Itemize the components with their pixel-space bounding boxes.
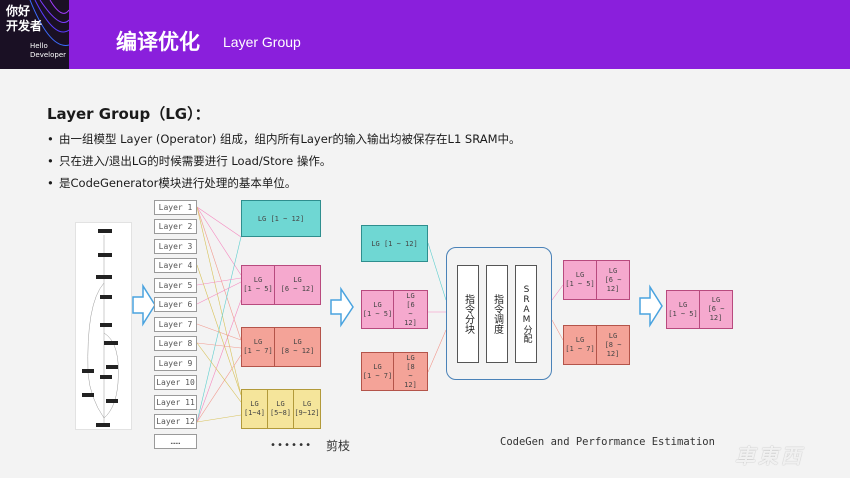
lg-pruned-pink-right: LG [6 ~ 12] [393,290,428,329]
layer-box: Layer 7 [154,317,197,332]
layer-box: Layer 1 [154,200,197,215]
lg-group-salmon-left: LG [1 ~ 7] [241,327,275,367]
layer-box: Layer 5 [154,278,197,293]
logo-text-cn: 你好 开发者 [6,4,43,33]
lg-group-pink-right: LG [6 ~ 12] [274,265,321,305]
lg-eval-salmon-right: LG [8 ~ 12] [596,325,630,365]
codegen-block [446,247,552,380]
header-bar: 你好 开发者 Hello Developer 编译优化 Layer Group [0,0,850,69]
section-title: Layer Group（LG）： [47,105,210,123]
layer-box: Layer 2 [154,219,197,234]
layer-box: Layer 6 [154,297,197,312]
stage-instruction-split: 指令分块 [457,265,479,363]
lg-final-right: LG [6 ~ 12] [699,290,733,329]
stage-sram-allocation: SRAM分配 [515,265,537,363]
watermark: 車東西 [735,444,804,468]
page-subtitle: Layer Group [223,34,301,50]
lg-group-salmon-right: LG [8 ~ 12] [274,327,321,367]
logo: 你好 开发者 Hello Developer [0,0,69,69]
lg-pruned-full: LG [1 ~ 12] [361,225,428,262]
layer-box: Layer 12 [154,414,197,429]
lg-group-yellow-3: LG [9~12] [293,389,321,429]
bullet-item: 只在进入/退出LG的时候需要进行 Load/Store 操作。 [47,150,521,172]
page-title: 编译优化 [116,30,200,54]
lg-eval-pink-left: LG [1 ~ 5] [563,260,597,300]
stage-instruction-schedule: 指令调度 [486,265,508,363]
layer-box: Layer 3 [154,239,197,254]
arrow-icon [132,283,663,328]
layer-box: Layer 9 [154,356,197,371]
lg-pruned-pink-left: LG [1 ~ 5] [361,290,394,329]
lg-final-left: LG [1 ~ 5] [666,290,700,329]
layer-box: Layer 11 [154,395,197,410]
codegen-caption: CodeGen and Performance Estimation [500,436,715,448]
lg-pruned-salmon-left: LG [1 ~ 7] [361,352,394,391]
lg-eval-salmon-left: LG [1 ~ 7] [563,325,597,365]
lg-group-full: LG [1 ~ 12] [241,200,321,237]
layer-box: …… [154,434,197,449]
layer-box: Layer 4 [154,258,197,273]
lg-group-pink-left: LG [1 ~ 5] [241,265,275,305]
bullet-item: 由一组模型 Layer (Operator) 组成，组内所有Layer的输入输出… [47,128,521,150]
logo-text-en: Hello Developer [30,42,67,59]
lg-group-yellow-2: LG [5~8] [267,389,294,429]
lg-eval-pink-right: LG [6 ~ 12] [596,260,630,300]
network-graph-icon [82,229,119,427]
ellipsis-dots: •••••• [270,440,313,451]
bullet-list: 由一组模型 Layer (Operator) 组成，组内所有Layer的输入输出… [47,128,521,194]
bullet-item: 是CodeGenerator模块进行处理的基本单位。 [47,172,521,194]
layer-box: Layer 10 [154,375,197,390]
prune-label: 剪枝 [326,439,351,453]
model-graph-image [75,222,132,430]
logo-pattern-icon [29,0,69,46]
lg-pruned-salmon-right: LG [8 ~ 12] [393,352,428,391]
layer-box: Layer 8 [154,336,197,351]
lg-group-yellow-1: LG [1~4] [241,389,268,429]
